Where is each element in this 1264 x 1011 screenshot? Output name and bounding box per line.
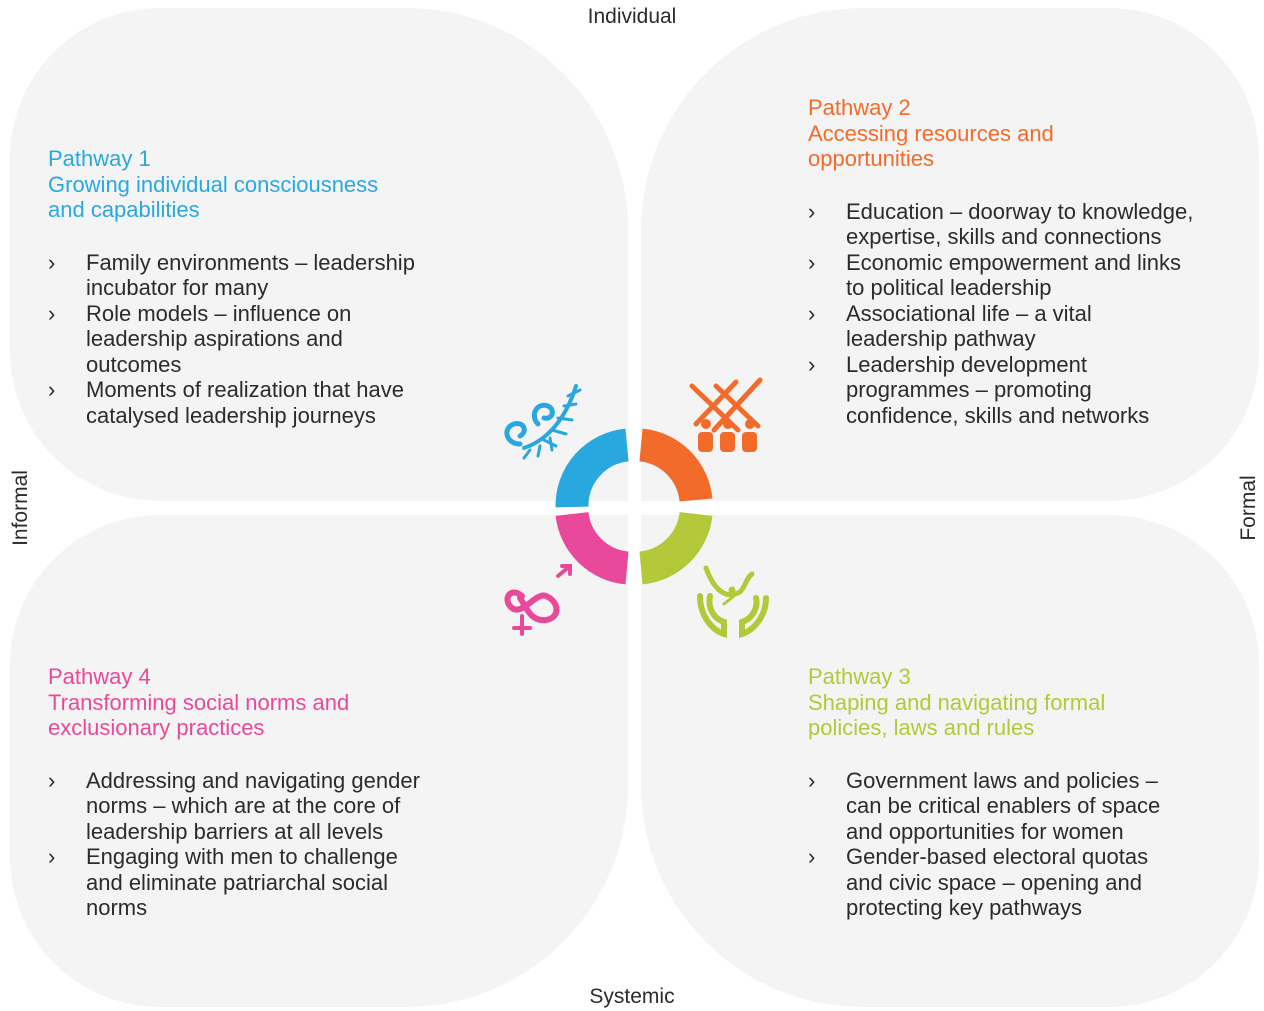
pathway-2-list: › Education – doorway to knowledge, exper… (808, 199, 1193, 429)
chevron-right-icon: › (808, 767, 816, 793)
pathways-ring-diagram (504, 377, 769, 639)
list-item-text: Leadership development programmes – prom… (846, 351, 1150, 428)
pathway-4-list: › Addressing and navigating gender norms … (48, 768, 420, 921)
axis-label-informal: Informal (9, 470, 32, 546)
ring-segment-pathway-4 (555, 511, 630, 585)
ring-segment-pathway-1 (555, 428, 630, 508)
list-item: › Government laws and policies – can be c… (808, 768, 1160, 845)
chevron-right-icon: › (808, 844, 816, 869)
pathway-2-block: Pathway 2 Accessing resources and opport… (808, 95, 1193, 444)
chevron-right-icon: › (808, 351, 816, 377)
list-item: › Education – doorway to knowledge, exper… (808, 199, 1193, 250)
pathway-4-panel (10, 515, 628, 1007)
list-item-text: Family environments – leadership incubat… (86, 249, 415, 301)
list-item: › Addressing and navigating gender norms … (48, 768, 420, 845)
list-item: › Gender-based electoral quotas and civic… (808, 844, 1160, 921)
list-item-text: Government laws and policies – can be cr… (846, 767, 1161, 844)
pathway-2-title: Accessing resources and opportunities (808, 120, 1054, 172)
pathway-1-list: › Family environments – leadership incuba… (48, 250, 415, 429)
pathway-2-label: Pathway 2 (808, 95, 911, 120)
list-item-text: Role models – influence on leadership as… (86, 300, 352, 377)
chevron-right-icon: › (48, 844, 56, 869)
pathway-4-block: Pathway 4 Transforming social norms and … (48, 664, 420, 937)
list-item-text: Associational life – a vital leadership … (846, 300, 1092, 352)
chevron-right-icon: › (48, 767, 56, 793)
list-item-text: Education – doorway to knowledge, expert… (846, 198, 1194, 250)
pathway-2-panel (641, 8, 1259, 501)
axis-label-systemic: Systemic (589, 985, 675, 1008)
list-item: › Engaging with men to challenge and elim… (48, 844, 420, 921)
list-item: › Role models – influence on leadership a… (48, 301, 415, 378)
list-item-text: Moments of realization that have catalys… (86, 377, 404, 428)
list-item-text: Gender-based electoral quotas and civic … (846, 844, 1149, 920)
pathway-1-panel (10, 8, 628, 501)
axis-label-formal: Formal (1237, 475, 1260, 541)
pathway-1-block: Pathway 1 Growing individual consciousne… (48, 146, 415, 444)
pathway-3-title: Shaping and navigating formal policies, … (808, 689, 1106, 741)
pathway-3-block: Pathway 3 Shaping and navigating formal … (808, 664, 1160, 937)
chevron-right-icon: › (48, 249, 56, 275)
chevron-right-icon: › (48, 300, 56, 326)
list-item-text: Engaging with men to challenge and elimi… (86, 844, 398, 920)
axis-label-individual: Individual (587, 5, 677, 28)
chevron-right-icon: › (808, 300, 816, 326)
list-item-text: Economic empowerment and links to politi… (846, 249, 1182, 301)
pathway-3-panel (641, 515, 1259, 1007)
list-item: › Moments of realization that have cataly… (48, 377, 415, 428)
chevron-right-icon: › (808, 198, 816, 224)
ring-segment-pathway-2 (638, 428, 713, 503)
pathway-3-list: › Government laws and policies – can be c… (808, 768, 1160, 921)
pathway-4-label: Pathway 4 (48, 664, 151, 689)
raised-hands-group-icon (689, 377, 763, 452)
fern-swirl-icon (504, 384, 582, 460)
chevron-right-icon: › (48, 377, 56, 402)
gender-symbols-infinity-icon (504, 564, 572, 636)
pathway-4-title: Transforming social norms and exclusiona… (48, 689, 350, 741)
list-item: › Leadership development programmes – pro… (808, 352, 1193, 429)
list-item-text: Addressing and navigating gender norms –… (86, 767, 420, 844)
ring-segment-pathway-3 (638, 511, 713, 585)
list-item: › Associational life – a vital leadership… (808, 301, 1193, 352)
list-item: › Economic empowerment and links to polit… (808, 250, 1193, 301)
list-item: › Family environments – leadership incuba… (48, 250, 415, 301)
pathway-1-label: Pathway 1 (48, 146, 151, 171)
chevron-right-icon: › (808, 249, 816, 275)
hands-releasing-dove-icon (697, 565, 769, 639)
pathway-1-title: Growing individual consciousness and cap… (48, 171, 379, 223)
pathway-3-label: Pathway 3 (808, 664, 911, 689)
